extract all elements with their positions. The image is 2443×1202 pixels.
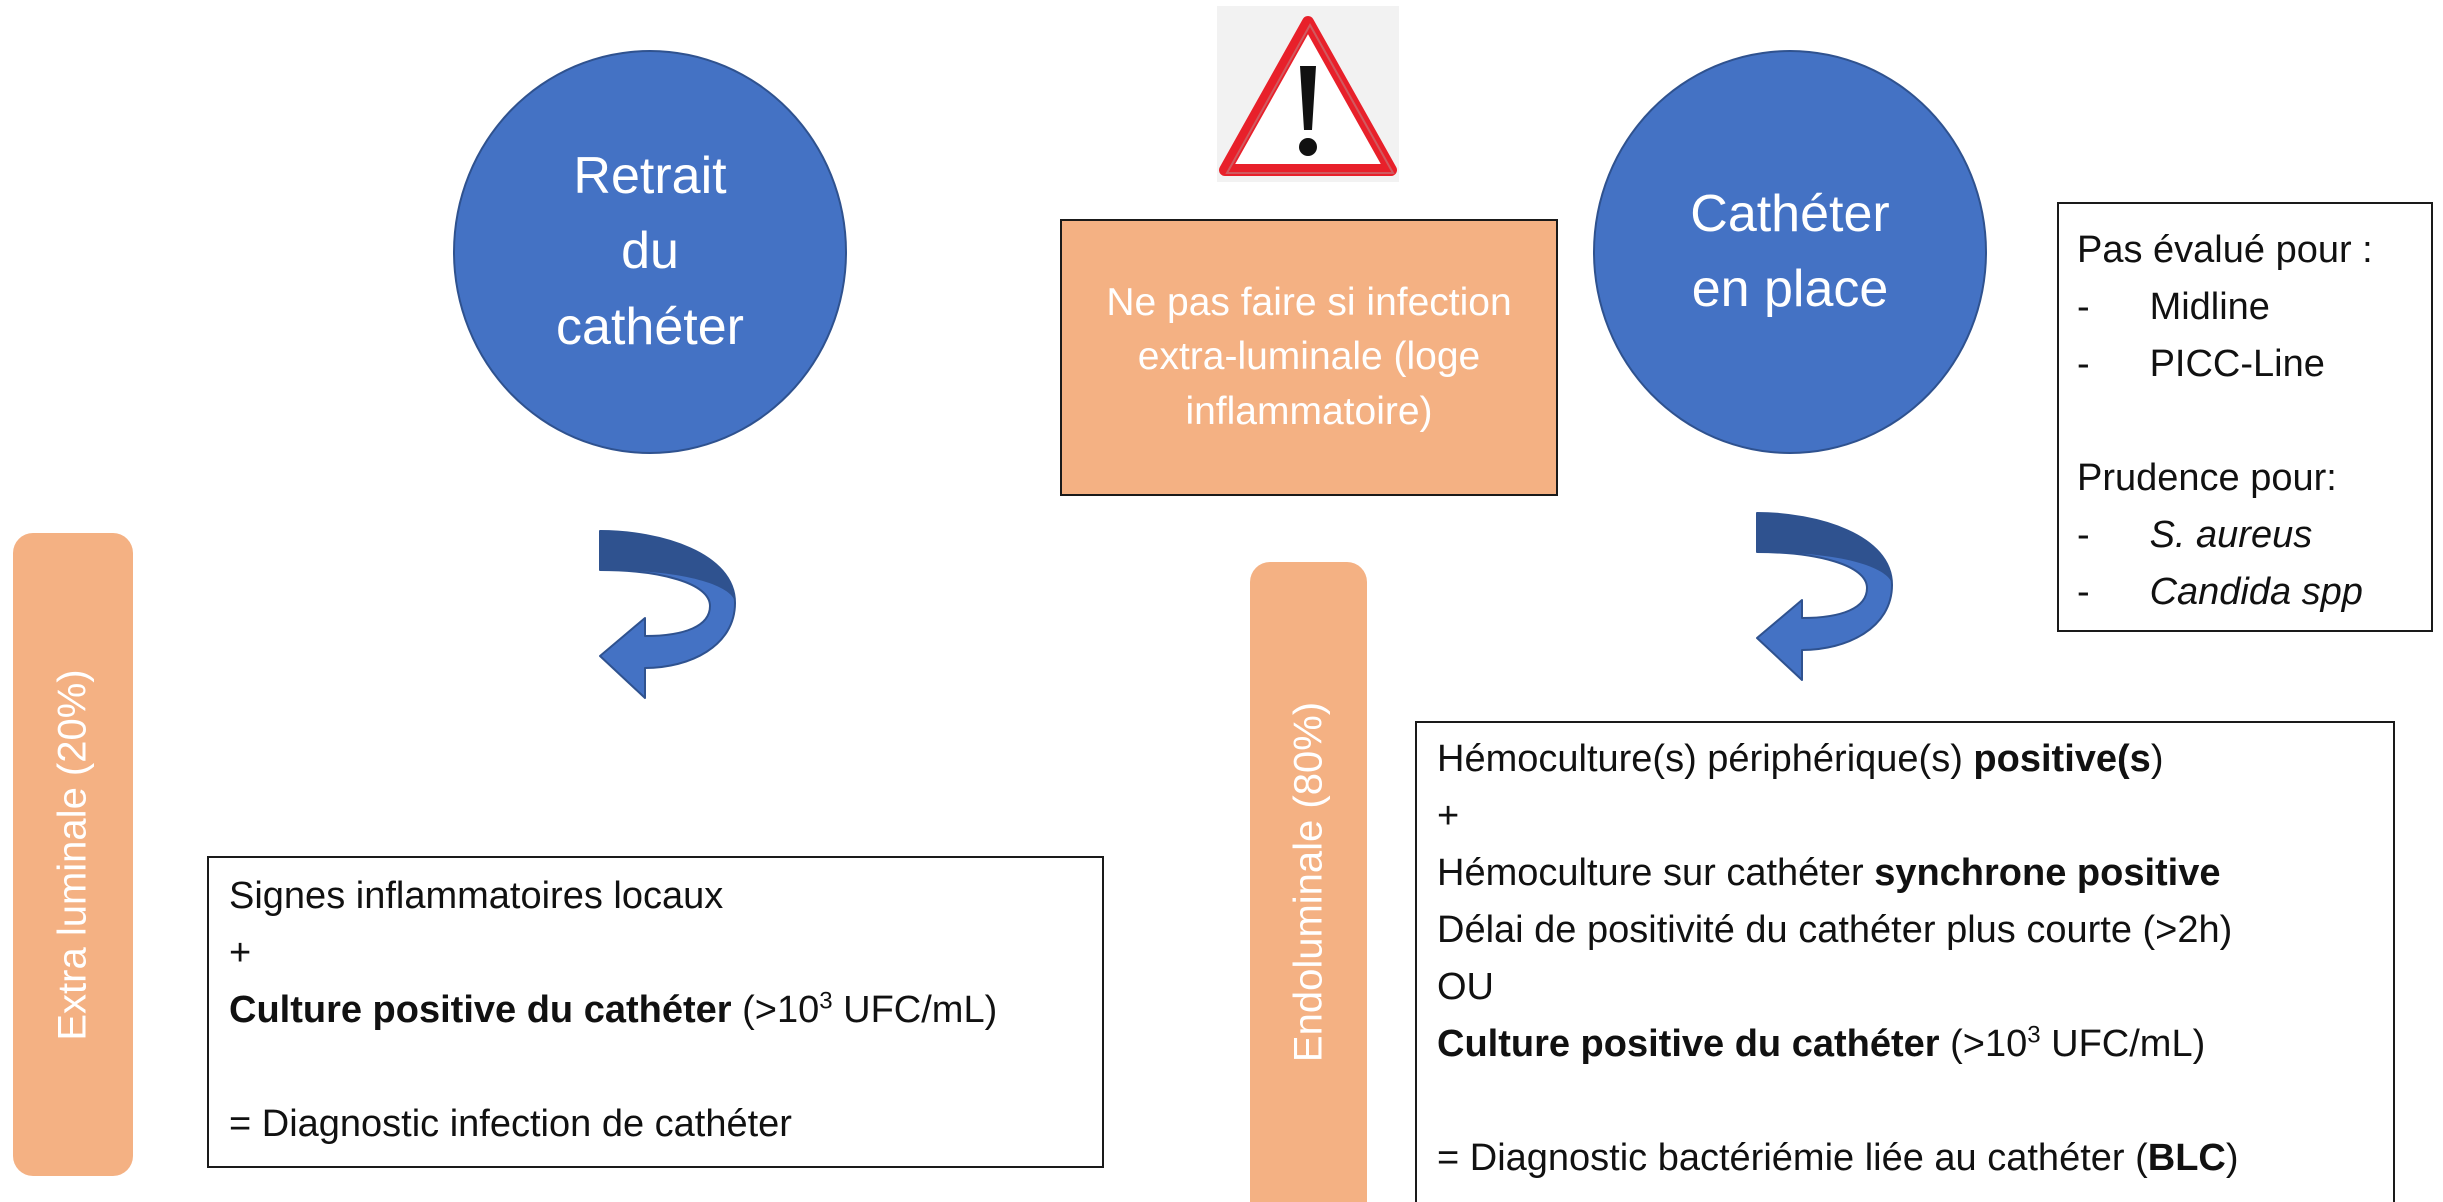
- criteria-plus: +: [1437, 795, 1460, 837]
- criteria-bold: BLC: [2147, 1137, 2226, 1179]
- criteria-text: Hémoculture(s) périphérique(s): [1437, 738, 1974, 780]
- note-spacer: [2077, 393, 2413, 450]
- criteria-text: ): [2150, 738, 2164, 780]
- warning-triangle-icon: [1217, 6, 1399, 182]
- criteria-line: Délai de positivité du cathéter plus cou…: [1437, 909, 2233, 951]
- extra-luminale-label: Extra luminale (20%): [50, 668, 95, 1041]
- criteria-conclusion: = Diagnostic bactériémie liée au cathéte…: [1437, 1130, 2373, 1187]
- note-item-text: Candida spp: [2149, 571, 2363, 613]
- curved-arrow-icon: [1747, 510, 1897, 685]
- culture-bold-text: Culture positive du cathéter: [1437, 1023, 1940, 1065]
- endoluminale-label: Endoluminale (80%): [1286, 701, 1330, 1063]
- note-item-text: Midline: [2149, 286, 2270, 328]
- list-dash: -: [2077, 343, 2090, 385]
- retrait-catheter-circle: Retrait du cathéter: [453, 50, 847, 454]
- list-dash: -: [2077, 514, 2090, 556]
- list-dash: -: [2077, 571, 2090, 613]
- warning-line: inflammatoire): [1185, 389, 1433, 433]
- note-list-item: - S. aureus: [2077, 507, 2413, 564]
- criteria-text: = Diagnostic bactériémie liée au cathéte…: [1437, 1137, 2148, 1179]
- criteria-bold: synchrone positive: [1874, 852, 2221, 894]
- endoluminale-bar: Endoluminale (80%): [1250, 562, 1367, 1202]
- criteria-line: Signes inflammatoires locaux: [229, 875, 724, 917]
- criteria-line: Hémoculture sur cathéter synchrone posit…: [1437, 845, 2373, 902]
- culture-exponent: 3: [819, 987, 833, 1015]
- list-dash: -: [2077, 286, 2090, 328]
- circle-line: du: [621, 222, 679, 281]
- note-list-item: - Midline: [2077, 279, 2413, 336]
- circle-line: Retrait: [573, 146, 727, 205]
- criteria-spacer: [1437, 1073, 2373, 1130]
- note-item-text: PICC-Line: [2149, 343, 2325, 385]
- note-list-item: - PICC-Line: [2077, 336, 2413, 393]
- culture-threshold: (>10: [731, 989, 820, 1031]
- extra-luminale-bar: Extra luminale (20%): [13, 533, 133, 1176]
- criteria-or: OU: [1437, 966, 1494, 1008]
- circle-line: cathéter: [556, 297, 744, 356]
- note-heading: Pas évalué pour :: [2077, 229, 2373, 271]
- endoluminal-criteria-box: Hémoculture(s) périphérique(s) positive(…: [1415, 721, 2395, 1202]
- curved-arrow-icon: [590, 528, 740, 703]
- note-heading: Prudence pour:: [2077, 457, 2337, 499]
- circle-line: en place: [1691, 260, 1889, 318]
- catheter-en-place-circle: Cathéter en place: [1593, 50, 1987, 454]
- culture-threshold: (>10: [1939, 1023, 2028, 1065]
- culture-bold-text: Culture positive du cathéter: [229, 989, 732, 1031]
- criteria-culture-line: Culture positive du cathéter (>103 UFC/m…: [229, 982, 1082, 1039]
- warning-line: Ne pas faire si infection: [1106, 280, 1512, 324]
- criteria-line: Hémoculture(s) périphérique(s) positive(…: [1437, 731, 2373, 788]
- criteria-culture-line: Culture positive du cathéter (>103 UFC/m…: [1437, 1016, 2373, 1073]
- culture-unit: UFC/mL): [2040, 1023, 2206, 1065]
- culture-exponent: 3: [2027, 1021, 2041, 1049]
- evaluation-note-box: Pas évalué pour : - Midline - PICC-Line …: [2057, 202, 2433, 632]
- criteria-plus: +: [229, 932, 252, 974]
- extra-luminal-criteria-box: Signes inflammatoires locaux + Culture p…: [207, 856, 1104, 1168]
- criteria-text: Hémoculture sur cathéter: [1437, 852, 1875, 894]
- warning-note-box: Ne pas faire si infection extra-luminale…: [1060, 219, 1558, 496]
- criteria-spacer: [229, 1039, 1082, 1096]
- criteria-conclusion: = Diagnostic infection de cathéter: [229, 1103, 792, 1145]
- criteria-text: ): [2225, 1137, 2239, 1179]
- note-item-text: S. aureus: [2149, 514, 2313, 556]
- culture-unit: UFC/mL): [832, 989, 998, 1031]
- circle-line: Cathéter: [1690, 184, 1890, 243]
- criteria-bold: positive(s: [1973, 738, 2151, 780]
- note-list-item: - Candida spp: [2077, 564, 2413, 621]
- warning-line: extra-luminale (loge: [1137, 335, 1481, 379]
